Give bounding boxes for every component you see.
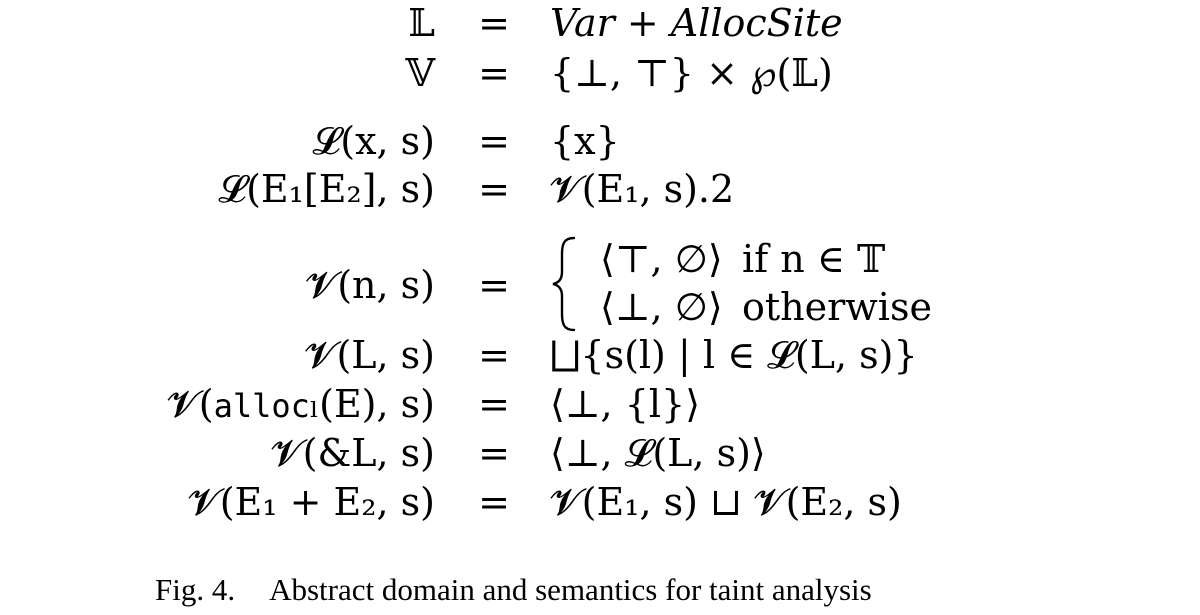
case-value: ⟨⊥, ∅⟩ — [600, 285, 723, 329]
equation-lhs: 𝓛(E₁[E₂], s) — [218, 167, 435, 211]
figure-caption-text: Abstract domain and semantics for taint … — [269, 572, 872, 607]
lhs-suffix: ₗ(E), s) — [309, 382, 435, 426]
figure-label: Fig. 4. — [155, 572, 236, 607]
equals-sign: = — [478, 480, 510, 524]
equation-row-value-constant: 𝓥(n, s) = — [0, 262, 1200, 308]
equation-lhs: 𝕍 — [405, 51, 435, 95]
equals-sign: = — [478, 431, 510, 475]
cases-brace-icon — [552, 236, 576, 332]
equation-lhs: 𝓥(E₁ + E₂, s) — [188, 480, 435, 524]
equation-rhs: 𝓥(E₁, s) ⊔ 𝓥(E₂, s) — [550, 480, 902, 524]
equation-row-domain-l: 𝕃 = Var + AllocSite — [0, 0, 1200, 46]
equation-rhs: ⟨⊥, {l}⟩ — [550, 382, 701, 426]
equation-lhs: 𝓥(n, s) — [305, 263, 435, 307]
equation-lhs: 𝓥(L, s) — [304, 333, 435, 377]
equation-row-value-address: 𝓥(&L, s) = ⟨⊥, 𝓛(L, s)⟩ — [0, 430, 1200, 476]
equation-row-value-alloc: 𝓥(allocₗ(E), s) = ⟨⊥, {l}⟩ — [0, 381, 1200, 427]
case-condition: otherwise — [742, 285, 932, 329]
equals-sign: = — [478, 167, 510, 211]
equals-sign: = — [478, 263, 510, 307]
equals-sign: = — [478, 51, 510, 95]
equation-row-domain-v: 𝕍 = {⊥, ⊤} × ℘(𝕃) — [0, 50, 1200, 96]
equation-row-value-sum: 𝓥(E₁ + E₂, s) = 𝓥(E₁, s) ⊔ 𝓥(E₂, s) — [0, 479, 1200, 525]
lhs-prefix: 𝓥( — [167, 382, 214, 426]
equation-lhs: 𝓥(&L, s) — [270, 431, 435, 475]
equation-lhs: 𝕃 — [408, 1, 435, 45]
equation-rhs: {⊥, ⊤} × ℘(𝕃) — [550, 51, 833, 95]
equals-sign: = — [478, 1, 510, 45]
equals-sign: = — [478, 382, 510, 426]
equation-rhs: ⟨⊥, 𝓛(L, s)⟩ — [550, 431, 766, 475]
equation-rhs: 𝓥(E₁, s).2 — [550, 167, 735, 211]
equation-rhs: {x} — [550, 119, 620, 163]
case-condition: if n ∈ 𝕋 — [742, 237, 886, 281]
alloc-keyword: alloc — [213, 387, 310, 425]
equation-row-location-var: 𝓛(x, s) = {x} — [0, 118, 1200, 164]
equation-row-value-lvalue: 𝓥(L, s) = ⨆{s(l) | l ∈ 𝓛(L, s)} — [0, 332, 1200, 378]
equation-row-location-index: 𝓛(E₁[E₂], s) = 𝓥(E₁, s).2 — [0, 166, 1200, 212]
equation-lhs: 𝓥(allocₗ(E), s) — [167, 381, 435, 429]
case-value: ⟨⊤, ∅⟩ — [600, 237, 723, 281]
figure-caption: Fig. 4. Abstract domain and semantics for… — [155, 570, 872, 610]
equals-sign: = — [478, 119, 510, 163]
equation-rhs: Var + AllocSite — [550, 1, 843, 45]
equation-rhs: ⨆{s(l) | l ∈ 𝓛(L, s)} — [550, 333, 918, 377]
equals-sign: = — [478, 333, 510, 377]
equation-lhs: 𝓛(x, s) — [312, 119, 435, 163]
